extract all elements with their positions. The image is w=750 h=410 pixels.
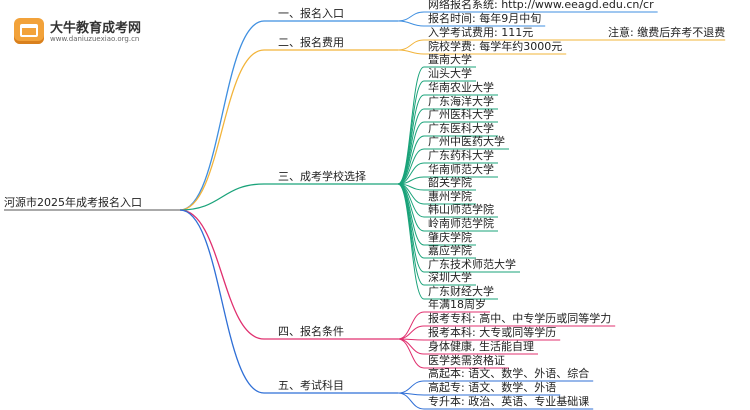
- leaf-label: 广东财经大学: [428, 284, 494, 298]
- leaf-label: 肇庆学院: [428, 230, 472, 244]
- leaf-label: 高起专: 语文、数学、外语: [428, 380, 556, 394]
- leaf-label: 院校学费: 每学年约3000元: [428, 39, 562, 53]
- branch-label: 四、报名条件: [278, 324, 344, 338]
- leaf-label: 广州中医药大学: [428, 134, 505, 148]
- branch-label: 五、考试科目: [278, 378, 344, 392]
- leaf-label: 年满18周岁: [428, 297, 486, 311]
- leaf-connector: [397, 338, 425, 355]
- leaf-label: 广东技术师范大学: [428, 257, 516, 271]
- leaf-label: 网络报名系统: http://www.eeagd.edu.cn/cr: [428, 0, 654, 11]
- leaf-label: 暨南大学: [428, 52, 472, 66]
- leaf-connector: [397, 11, 425, 22]
- leaf-label: 报考专科: 高中、中专学历或同等学力: [428, 311, 611, 325]
- leaf-label: 入学考试费用: 111元: [428, 25, 533, 39]
- leaf-connector: [397, 325, 425, 340]
- leaf-connector: [397, 183, 425, 259]
- branch-connector: [179, 209, 265, 340]
- leaf-connector: [397, 311, 425, 340]
- leaf-label: 报考本科: 大专或同等学历: [428, 325, 556, 339]
- branch-connector: [179, 20, 265, 211]
- leaf-connector: [397, 20, 425, 27]
- leaf-label: 身体健康, 生活能自理: [428, 339, 534, 353]
- root-topic: 河源市2025年成考报名入口: [4, 195, 142, 209]
- leaf-label: 华南师范大学: [428, 162, 494, 176]
- leaf-connector: [397, 338, 425, 369]
- leaf-label: 广东海洋大学: [428, 94, 494, 108]
- leaf-connector: [397, 183, 425, 300]
- leaf-connector: [397, 183, 425, 232]
- leaf-label: 广州医科大学: [428, 107, 494, 121]
- leaf-label: 韶关学院: [428, 175, 472, 189]
- leaf-label: 专升本: 政治、英语、专业基础课: [428, 394, 589, 408]
- leaf-connector: [397, 49, 425, 55]
- leaf-label: 岭南师范学院: [428, 216, 494, 230]
- logo-url: www.daniuzuexiao.org.cn: [50, 35, 140, 43]
- site-logo: 大牛教育成考网 www.daniuzuexiao.org.cn: [6, 14, 166, 48]
- branch-connector: [179, 183, 265, 211]
- branch-connector: [179, 49, 265, 211]
- branch-label: 二、报名费用: [278, 35, 344, 49]
- leaf-label: 广东医科大学: [428, 121, 494, 135]
- leaf-label: 深圳大学: [428, 270, 472, 284]
- leaf-connector: [397, 380, 425, 394]
- leaf-label: 惠州学院: [428, 189, 472, 203]
- book-icon: [14, 18, 44, 44]
- branch-label: 一、报名入口: [278, 6, 344, 20]
- leaf-label: 汕头大学: [428, 66, 472, 80]
- leaf-note: 注意: 缴费后弃考不退费: [608, 25, 725, 39]
- leaf-connector: [397, 183, 425, 273]
- leaf-connector: [397, 135, 425, 185]
- leaf-connector: [397, 148, 425, 185]
- leaf-connector: [397, 392, 425, 410]
- branch-label: 三、成考学校选择: [278, 169, 366, 183]
- leaf-label: 广东药科大学: [428, 148, 494, 162]
- leaf-label: 报名时间: 每年9月中旬: [428, 11, 541, 25]
- logo-title: 大牛教育成考网: [50, 21, 142, 36]
- leaf-label: 高起本: 语文、数学、外语、综合: [428, 366, 589, 380]
- leaf-label: 华南农业大学: [428, 80, 494, 94]
- branch-connector: [179, 209, 265, 394]
- leaf-label: 韩山师范学院: [428, 202, 494, 216]
- leaf-connector: [397, 39, 425, 51]
- leaf-label: 医学类需资格证: [428, 353, 505, 367]
- leaf-connector: [397, 80, 425, 185]
- leaf-connector: [397, 94, 425, 185]
- leaf-label: 嘉应学院: [428, 243, 472, 257]
